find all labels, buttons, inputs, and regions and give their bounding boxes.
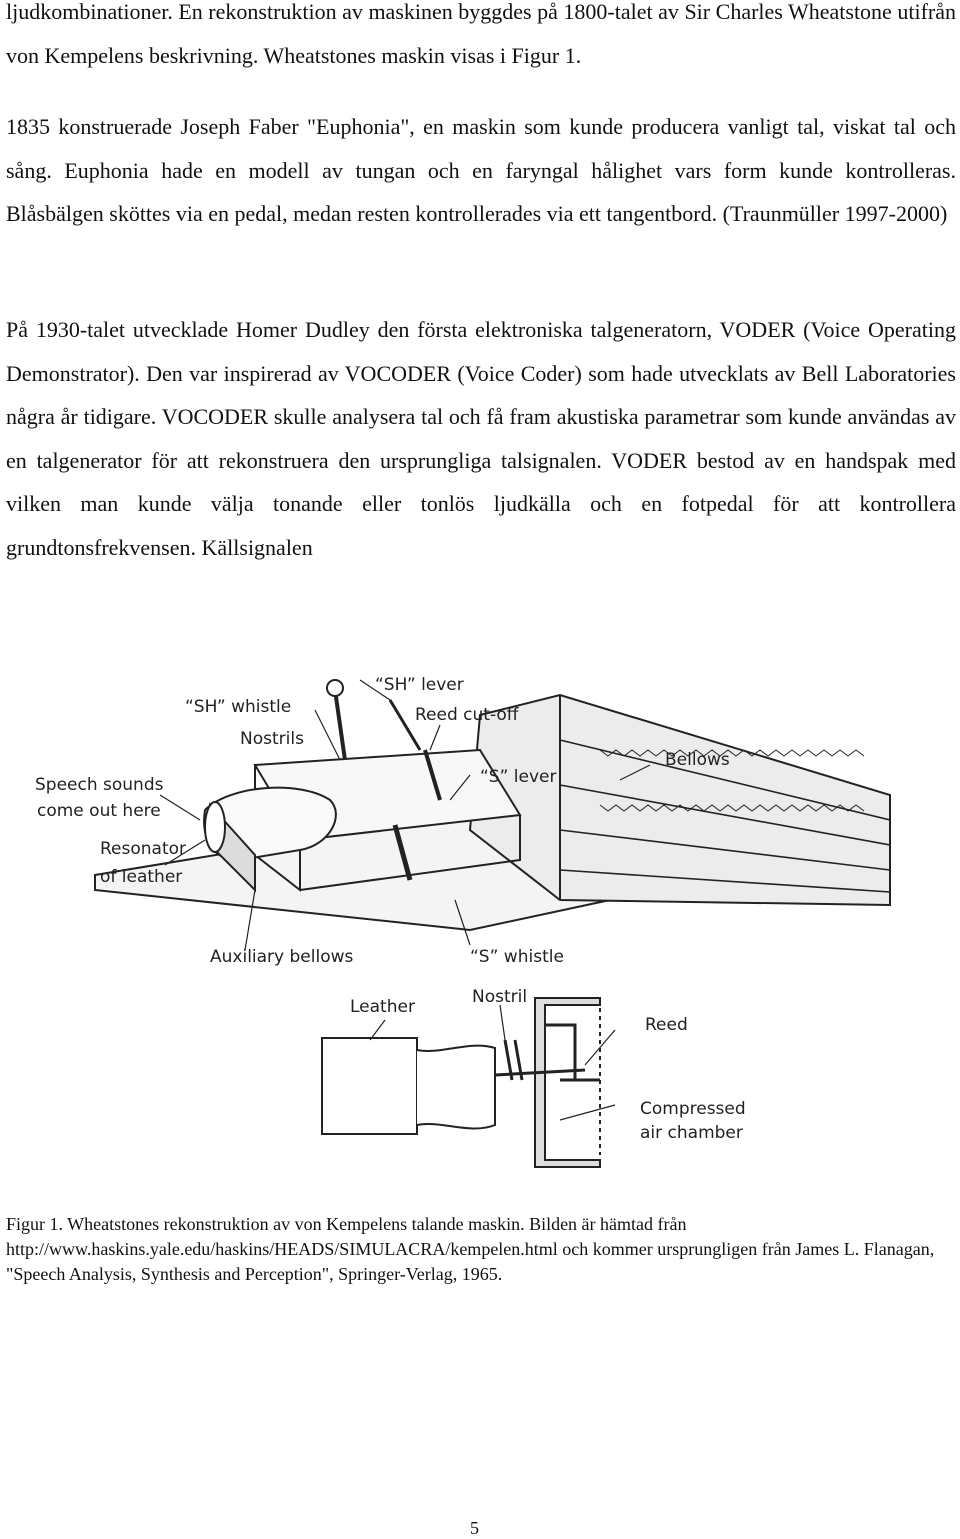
label-reed-cutoff: Reed cut-off	[415, 705, 520, 725]
figure-labels: “SH” lever “SH” whistle Reed cut-off Nos…	[35, 675, 746, 1143]
paragraph-1: ljudkombinationer. En rekonstruktion av …	[6, 0, 956, 68]
paragraph-2: 1835 konstruerade Joseph Faber "Euphonia…	[6, 114, 956, 226]
paragraph-3: På 1930-talet utvecklade Homer Dudley de…	[6, 317, 956, 560]
label-nostril: Nostril	[472, 987, 527, 1007]
label-speech-sounds-2: come out here	[37, 801, 161, 821]
label-s-whistle: “S” whistle	[470, 947, 564, 967]
label-compressed-2: air chamber	[640, 1123, 743, 1143]
kempelen-machine-figure: “SH” lever “SH” whistle Reed cut-off Nos…	[35, 675, 891, 1168]
label-speech-sounds-1: Speech sounds	[35, 775, 164, 795]
page-number: 5	[470, 1518, 479, 1538]
label-reed: Reed	[645, 1015, 688, 1035]
label-auxiliary-bellows: Auxiliary bellows	[210, 947, 354, 967]
label-resonator-1: Resonator	[100, 839, 186, 859]
label-sh-whistle: “SH” whistle	[185, 697, 291, 717]
figure-caption: Figur 1. Wheatstones rekonstruktion av v…	[6, 1214, 935, 1284]
label-resonator-2: of leather	[100, 867, 182, 887]
label-compressed-1: Compressed	[640, 1099, 746, 1119]
label-sh-lever: “SH” lever	[375, 675, 464, 695]
label-nostrils: Nostrils	[240, 729, 304, 749]
label-bellows: Bellows	[665, 750, 730, 770]
label-s-lever: “S” lever	[480, 767, 557, 787]
label-leather: Leather	[350, 997, 415, 1017]
figure-drawing	[94, 679, 891, 1168]
